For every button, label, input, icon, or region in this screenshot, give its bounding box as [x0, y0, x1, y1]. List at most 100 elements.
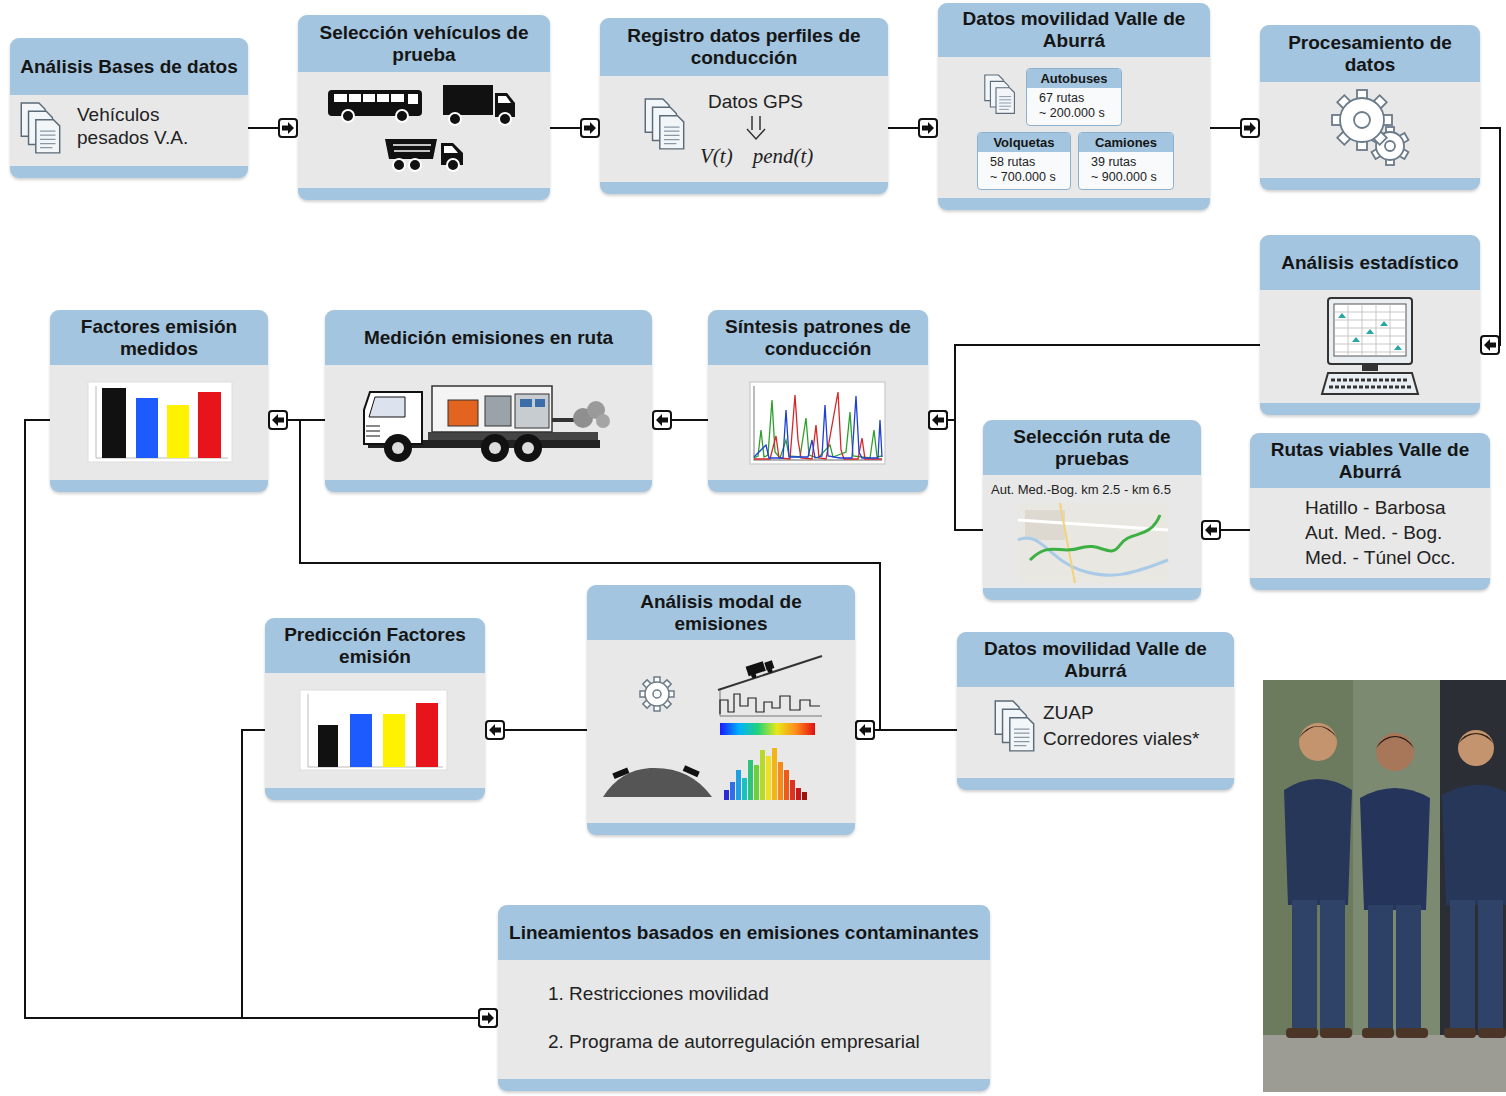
dump-truck-icon [409, 159, 421, 171]
emission-lab-truck [485, 396, 511, 426]
computer-icon [1328, 298, 1412, 364]
bus-icon [396, 110, 408, 122]
box-body: Datos GPSV(t)pend(t) [600, 90, 888, 176]
team-photo [1263, 680, 1506, 1092]
dump-truck-icon [385, 139, 437, 159]
process-box: Lineamientos basados en emisiones contam… [498, 905, 990, 1091]
truck-icon [443, 85, 493, 115]
box-header: Análisis Bases de datos [10, 38, 248, 95]
down-arrow-symbol [747, 116, 765, 139]
team-photo [1478, 1028, 1506, 1038]
document-icon [995, 701, 1033, 751]
emission-lab-truck [448, 400, 478, 426]
box-body [708, 365, 928, 373]
box-text: Datos GPS [708, 90, 888, 114]
team-photo [1458, 733, 1494, 744]
emission-lab-truck [514, 434, 542, 462]
bar-chart [88, 382, 232, 462]
dump-truck-icon [447, 159, 459, 171]
flow-arrow [1201, 529, 1250, 531]
team-photo [1368, 905, 1393, 1032]
box-heading: Síntesis patrones de conducción [718, 316, 918, 360]
emission-lab-truck [481, 434, 509, 462]
modal-analysis-figure [796, 788, 801, 800]
box-body: Hatillo - BarbosaAut. Med. - Bog.Med. - … [1250, 496, 1490, 578]
box-body [587, 640, 855, 648]
box-header: Selección vehículos de prueba [298, 15, 550, 72]
modal-analysis-figure [748, 760, 753, 800]
driving-pattern-chart [750, 382, 885, 464]
team-photo [1360, 788, 1430, 910]
box-header: Datos movilidad Valle de Aburrá [957, 632, 1234, 687]
truck-icon [498, 96, 511, 103]
box-header: Medición emisiones en ruta [325, 310, 652, 365]
route-map [1018, 503, 1168, 583]
flow-arrow [1480, 128, 1500, 345]
emission-lab-truck [364, 386, 610, 462]
box-heading: Predicción Factores emisión [275, 624, 475, 668]
box-header: Rutas viables Valle de Aburrá [1250, 433, 1490, 488]
team-photo [1263, 680, 1506, 1092]
team-photo [1458, 730, 1494, 766]
box-header: Autobuses [1027, 69, 1121, 88]
team-photo [1376, 733, 1414, 771]
gear-icon [1332, 90, 1408, 165]
modal-analysis-figure [720, 690, 822, 716]
box-header: Camiones [1079, 133, 1173, 152]
process-box: Registro datos perfiles de conducciónDat… [600, 18, 888, 194]
box-header: Predicción Factores emisión [265, 618, 485, 673]
modal-analysis-figure [683, 765, 700, 777]
box-body [1260, 82, 1480, 90]
box-heading: Rutas viables Valle de Aburrá [1260, 439, 1480, 483]
bar-chart [167, 405, 189, 458]
box-heading: Selección ruta de pruebas [993, 426, 1191, 470]
gear-icon [1332, 90, 1392, 150]
box-header: Registro datos perfiles de conducción [600, 18, 888, 76]
modal-analysis-figure [736, 770, 741, 800]
flow-arrow [248, 127, 298, 129]
box-body: 67 rutas~ 200.000 s [1027, 91, 1121, 123]
team-photo [1376, 736, 1414, 748]
box-heading: Selección vehículos de prueba [308, 22, 540, 66]
team-photo [1396, 1028, 1428, 1038]
team-photo [1299, 723, 1337, 761]
box-body: 58 rutas~ 700.000 s [978, 155, 1070, 187]
truck-icon [449, 113, 461, 125]
team-photo [1286, 1028, 1318, 1038]
box-header: Selección ruta de pruebas [983, 420, 1201, 475]
box-text: ~ 200.000 s [1039, 106, 1121, 121]
emission-lab-truck [515, 394, 549, 428]
bus-icon [334, 94, 404, 102]
modal-analysis-figure [790, 780, 795, 800]
gear-icon [1385, 141, 1395, 151]
box-text: pend(t) [753, 144, 814, 168]
box-text: 1. Restricciones movilidad [548, 982, 990, 1006]
gear-icon [1340, 98, 1384, 142]
dump-truck-icon [385, 139, 463, 171]
box-text: 58 rutas [990, 155, 1070, 170]
emission-lab-truck [596, 414, 610, 428]
box-text: Hatillo - Barbosa [1305, 496, 1490, 520]
bar-chart [416, 703, 438, 767]
bar-chart [102, 388, 126, 458]
flow-arrow [928, 420, 983, 530]
box-body [298, 72, 550, 80]
process-box: Rutas viables Valle de AburráHatillo - B… [1250, 433, 1490, 590]
route-map [1030, 515, 1160, 560]
modal-analysis-figure [683, 765, 700, 777]
box-text: Med. - Túnel Occ. [1305, 546, 1490, 570]
box-body: Aut. Med.-Bog. km 2.5 - km 6.5 [983, 482, 1201, 506]
box-header: Procesamiento de datos [1260, 25, 1480, 82]
flow-arrow [652, 419, 708, 421]
modal-analysis-figure [784, 770, 789, 800]
flow-arrow [25, 420, 498, 1018]
box-text: 39 rutas [1091, 155, 1173, 170]
team-photo [1284, 779, 1352, 905]
box-text: ~ 900.000 s [1091, 170, 1173, 185]
flow-arrow [550, 127, 600, 129]
modal-analysis-figure [645, 682, 669, 706]
emission-lab-truck [535, 399, 545, 407]
box-header: Datos movilidad Valle de Aburrá [938, 3, 1210, 57]
route-map [1018, 520, 1168, 530]
emission-lab-truck [489, 442, 501, 454]
